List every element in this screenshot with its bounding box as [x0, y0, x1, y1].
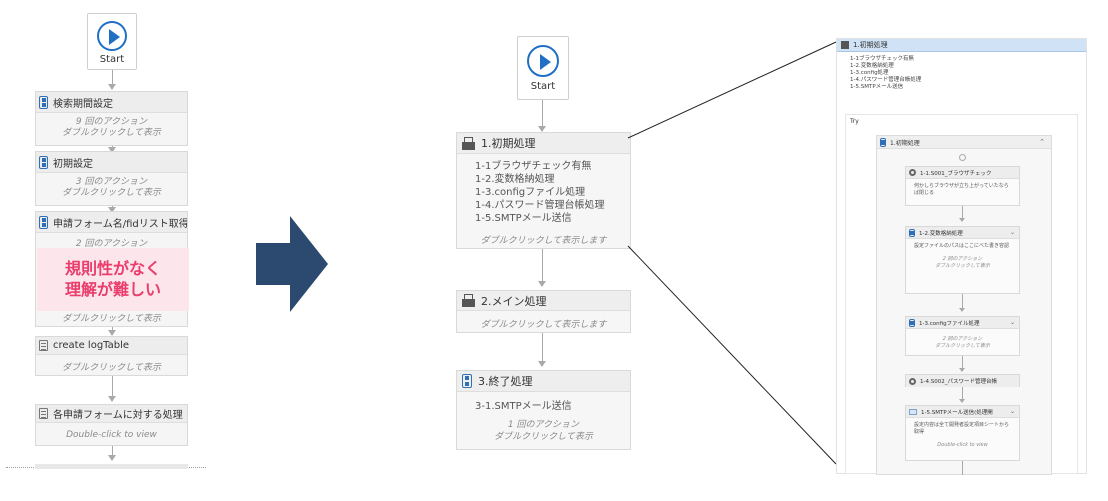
subflow-icon [39, 408, 48, 419]
action-block[interactable]: 検索期間設定 9 回のアクション ダブルクリックして表示 [35, 91, 188, 146]
block-title: create logTable [53, 340, 130, 351]
block-title: 検索期間設定 [53, 98, 113, 110]
block-line: 1-3.configファイル処理 [475, 187, 586, 198]
step-title: 1-4.S002_パスワード管理台帳 [920, 379, 997, 385]
action-block[interactable]: 初期設定 3 回のアクション ダブルクリックして表示 [35, 151, 188, 206]
callout-note: 規則性がなく 理解が難しい [37, 248, 189, 311]
note-line: 1-3.config処理 [850, 70, 889, 76]
block-title: 各申請フォームに対する処理 [53, 410, 183, 421]
action-block[interactable]: 2.メイン処理 ダブルクリックして表示します [456, 290, 631, 333]
note-line: 1-4.パスワード管理台帳処理 [850, 77, 922, 83]
action-block[interactable]: create logTable ダブルクリックして表示 [35, 336, 188, 376]
view-hint: ダブルクリックして表示 [62, 363, 161, 373]
action-count: 2 回のアクション [75, 239, 148, 249]
start-label: Start [530, 81, 556, 92]
callout-line: 規則性がなく [64, 259, 161, 278]
mail-icon [909, 408, 917, 415]
view-hint: ダブルクリックして表示します [480, 320, 607, 330]
sequence-icon [39, 95, 48, 109]
action-count: 2 回のアクション [942, 256, 983, 262]
note-line: 1-5.SMTPメール送信 [850, 84, 904, 90]
action-count: 1 回のアクション [507, 420, 580, 430]
block-line: 1-1ブラウザチェック有無 [475, 161, 592, 172]
callout-line: 理解が難しい [64, 280, 161, 299]
start-node[interactable]: Start [517, 36, 569, 100]
view-hint: ダブルクリックして表示 [494, 432, 593, 442]
expand-icon[interactable]: ⌄ [1009, 229, 1015, 236]
view-hint: ダブルクリックして表示 [62, 128, 161, 138]
sequence-icon [39, 215, 48, 229]
sequence-icon [462, 374, 472, 388]
block-line: 1-4.パスワード管理台帳処理 [475, 200, 605, 211]
gear-icon [909, 169, 916, 176]
view-hint: ダブルクリックして表示 [935, 263, 990, 269]
view-hint: ダブルクリックして表示 [62, 188, 161, 198]
block-line: 3-1.SMTPメール送信 [475, 401, 572, 412]
view-hint: Double-click to view [937, 442, 988, 448]
step-title: 1-2.変数格納処理 [919, 230, 963, 237]
expand-icon[interactable]: ⌄ [1009, 408, 1015, 415]
view-hint: ダブルクリックして表示 [62, 314, 161, 324]
subflow-icon [39, 340, 48, 351]
try-block: Try 1.初期処理 ⌃ 1-1.S001_ブラウザチェック 何かしらブラウザが… [845, 114, 1078, 475]
detail-title: 1.初期処理 [853, 41, 888, 49]
play-icon [527, 45, 559, 77]
step-title: 1-1.S001_ブラウザチェック [920, 170, 992, 177]
block-title: 2.メイン処理 [481, 294, 547, 308]
step-block[interactable]: 1-3.configファイル処理 ⌄ 2 回のアクション ダブルクリックして表示 [905, 316, 1020, 356]
view-hint: ダブルクリックして表示します [480, 236, 607, 246]
step-desc: 設定ファイルのパスはここにべた書き容認 [914, 243, 1010, 249]
view-hint: ダブルクリックして表示 [935, 343, 990, 349]
expand-icon[interactable]: ⌄ [1009, 319, 1015, 326]
block-title: 3.終了処理 [478, 375, 533, 388]
inner-sequence: 1.初期処理 ⌃ 1-1.S001_ブラウザチェック 何かしらブラウザが立ち上が… [876, 135, 1052, 475]
step-desc: 何かしらブラウザが立ち上がっていたならば閉じる [914, 183, 1009, 196]
play-icon [97, 21, 127, 51]
start-node[interactable]: Start [87, 13, 137, 70]
sequence-icon [909, 228, 915, 237]
transform-arrow [256, 216, 328, 312]
detail-header[interactable]: 1.初期処理 [837, 39, 1086, 52]
block-line: 1-2.変数格納処理 [475, 174, 555, 185]
view-hint: Double-click to view [66, 430, 157, 440]
block-title: 初期設定 [53, 158, 93, 170]
action-count: 3 回のアクション [75, 177, 148, 187]
robot-icon [841, 41, 849, 49]
block-title: 1.初期処理 [481, 137, 536, 150]
step-desc: 設定内容は全て開発者設定項目シートから取得 [914, 422, 1010, 435]
note-line: 1-2.変数格納処理 [850, 63, 894, 69]
try-label: Try [850, 118, 859, 125]
step-title: 1-5.SMTPメール送信(処理開 [921, 409, 993, 416]
gear-icon [909, 377, 916, 385]
inner-title: 1.初期処理 [890, 139, 920, 147]
block-title: 申請フォーム名/fidリスト取得 [53, 218, 187, 230]
start-label: Start [99, 54, 125, 65]
action-block[interactable]: 3.終了処理 3-1.SMTPメール送信 1 回のアクション ダブルクリックして… [456, 370, 631, 450]
step-block[interactable]: 1-5.SMTPメール送信(処理開 ⌄ 設定内容は全て開発者設定項目シートから取… [905, 405, 1020, 461]
action-count: 9 回のアクション [75, 117, 148, 127]
detail-panel: 1.初期処理 1-1ブラウザチェック有無 1-2.変数格納処理 1-3.conf… [836, 38, 1087, 475]
robot-icon [462, 294, 475, 307]
action-block[interactable]: 各申請フォームに対する処理 Double-click to view [35, 404, 188, 446]
sequence-icon [880, 137, 886, 147]
robot-icon [462, 136, 475, 150]
step-block[interactable]: 1-2.変数格納処理 ⌄ 設定ファイルのパスはここにべた書き容認 2 回のアクシ… [905, 226, 1020, 294]
truncated-block [35, 464, 188, 469]
block-line: 1-5.SMTPメール送信 [475, 213, 572, 224]
step-block[interactable]: 1-4.S002_パスワード管理台帳 [905, 374, 1020, 387]
sequence-icon [39, 155, 48, 169]
note-line: 1-1ブラウザチェック有無 [850, 56, 914, 62]
action-count: 2 回のアクション [942, 336, 983, 342]
sequence-icon [909, 318, 915, 327]
step-title: 1-3.configファイル処理 [919, 320, 980, 327]
step-block[interactable]: 1-1.S001_ブラウザチェック 何かしらブラウザが立ち上がっていたならば閉じ… [905, 166, 1020, 206]
collapse-icon[interactable]: ⌃ [1039, 138, 1045, 146]
add-icon[interactable] [959, 154, 966, 161]
action-block[interactable]: 1.初期処理 1-1ブラウザチェック有無 1-2.変数格納処理 1-3.conf… [456, 132, 631, 249]
